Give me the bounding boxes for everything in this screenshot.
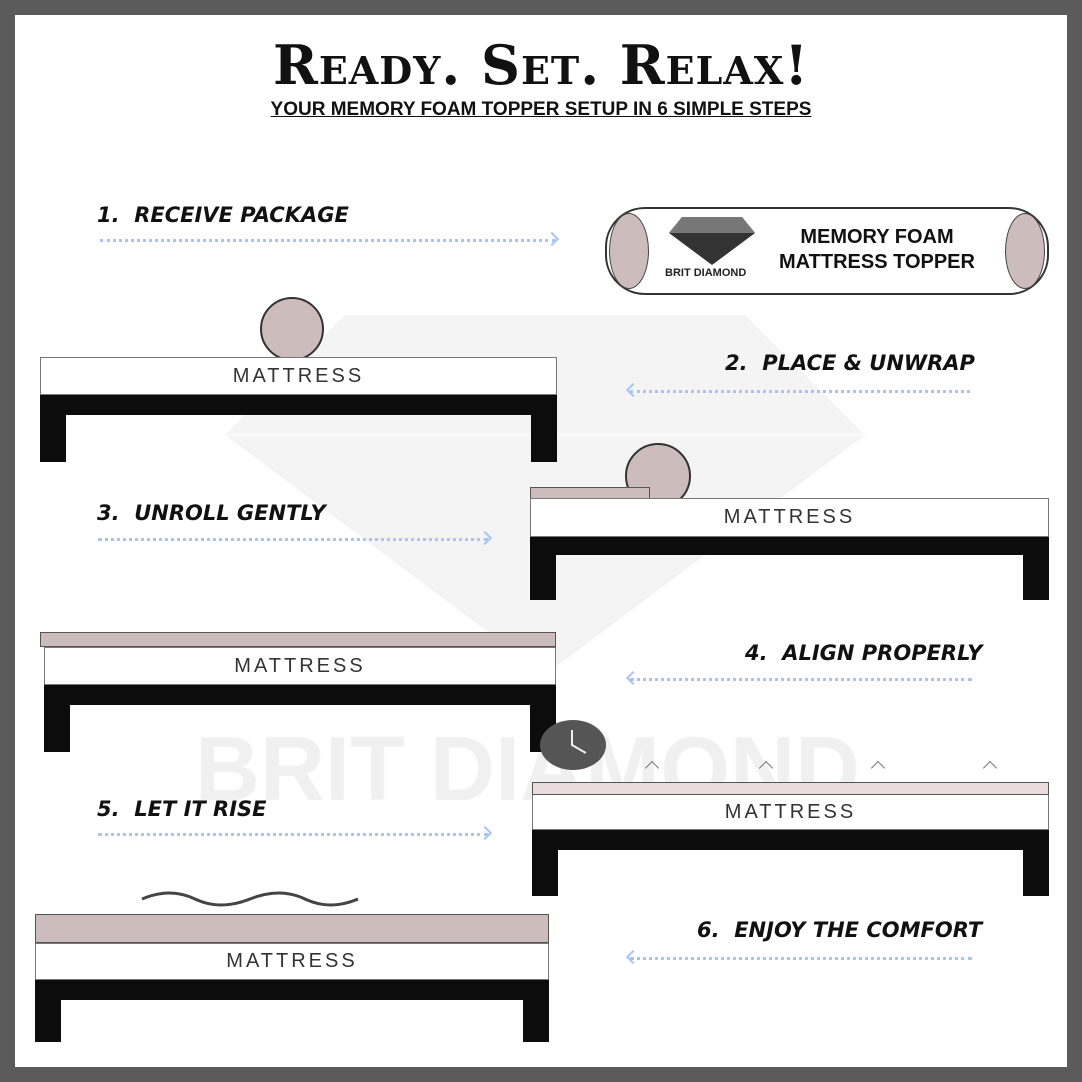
rise-caret-icon xyxy=(982,760,998,776)
mattress-5: MATTRESS xyxy=(35,943,549,980)
mattress-1: MATTRESS xyxy=(40,357,557,395)
mattress-4: MATTRESS xyxy=(532,795,1049,830)
step-4-label: 4. ALIGN PROPERLY xyxy=(745,641,983,665)
bed-frame-3 xyxy=(44,685,556,705)
arrow-right-3 xyxy=(98,538,488,541)
bed-frame-1 xyxy=(40,395,557,415)
bed-frame-4 xyxy=(532,830,1049,850)
topper-5 xyxy=(35,914,549,943)
bed-leg xyxy=(530,555,556,600)
arrow-right-5 xyxy=(98,833,488,836)
step-2-label: 2. PLACE & UNWRAP xyxy=(725,351,975,375)
roll-end-right-icon xyxy=(1005,213,1045,289)
topper-roll-icon xyxy=(260,297,324,361)
package-label-line1: MEMORY FOAM xyxy=(800,226,954,248)
package-label: MEMORY FOAM MATTRESS TOPPER xyxy=(757,225,997,275)
topper-4 xyxy=(532,782,1049,795)
brand-logo-text: BRIT DIAMOND xyxy=(665,267,747,279)
step-3-label: 3. UNROLL GENTLY xyxy=(97,501,326,525)
step-6-label: 6. ENJOY THE COMFORT xyxy=(697,918,983,942)
mattress-3: MATTRESS xyxy=(44,647,556,685)
roll-end-left-icon xyxy=(609,213,649,289)
clock-icon xyxy=(540,720,606,770)
arrow-left-4 xyxy=(630,678,972,681)
arrow-left-6 xyxy=(630,957,972,960)
step-1-label: 1. RECEIVE PACKAGE xyxy=(97,203,349,227)
mattress-2: MATTRESS xyxy=(530,498,1049,537)
bed-leg xyxy=(1023,850,1049,896)
rolled-package: BRIT DIAMOND MEMORY FOAM MATTRESS TOPPER xyxy=(605,207,1049,295)
page-title: Ready. Set. Relax! xyxy=(272,33,810,97)
bed-leg xyxy=(1023,555,1049,600)
bed-frame-2 xyxy=(530,537,1049,555)
comfort-wave-icon xyxy=(141,891,359,907)
diamond-logo-icon xyxy=(669,217,755,265)
bed-frame-5 xyxy=(35,980,549,1000)
bed-leg xyxy=(44,705,70,752)
page-subtitle: YOUR MEMORY FOAM TOPPER SETUP IN 6 SIMPL… xyxy=(270,99,812,120)
bed-leg xyxy=(35,1000,61,1042)
step-5-label: 5. LET IT RISE xyxy=(97,797,267,821)
bed-leg xyxy=(523,1000,549,1042)
bed-leg xyxy=(40,415,66,462)
bed-leg xyxy=(531,415,557,462)
bed-leg xyxy=(532,850,558,896)
topper-3 xyxy=(40,632,556,647)
package-label-line2: MATTRESS TOPPER xyxy=(779,251,975,273)
arrow-right-1 xyxy=(100,239,555,242)
arrow-left-2 xyxy=(630,390,970,393)
infographic: Ready. Set. Relax! YOUR MEMORY FOAM TOPP… xyxy=(15,15,1067,1067)
